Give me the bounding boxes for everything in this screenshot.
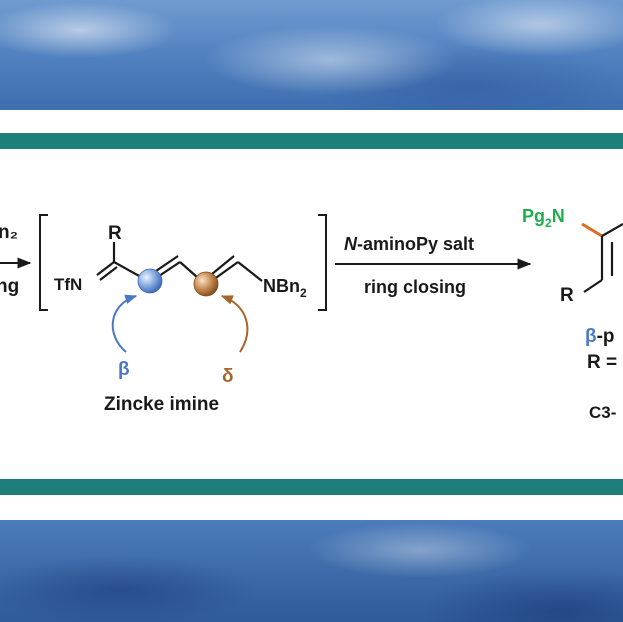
- background-top-water: [0, 0, 623, 110]
- delta-curved-arrow: [220, 295, 249, 353]
- beta-curved-arrow: [111, 294, 138, 353]
- product-cn-bond: [581, 222, 603, 238]
- tfn-label: TfN: [54, 275, 82, 294]
- arrow-reagent: N-aminoPy salt: [344, 234, 474, 254]
- arrow-reagent-rest: -aminoPy salt: [357, 234, 474, 254]
- background-bottom-water: [0, 520, 623, 622]
- product-c3-label: C3-: [589, 403, 616, 422]
- product-pg-main: Pg: [522, 206, 545, 226]
- zincke-imine-bonds: [96, 242, 263, 286]
- product-pg-n: N: [552, 206, 565, 226]
- left-reagent-top: n₂: [0, 222, 18, 243]
- product-class-label: β-p: [585, 326, 615, 347]
- beta-label: β: [118, 359, 130, 380]
- double-bond-lines: [155, 255, 235, 275]
- substituent-r: R: [108, 223, 122, 244]
- intermediate-name: Zincke imine: [104, 394, 219, 415]
- nbn2-subscript: 2: [300, 286, 307, 300]
- product-beta-rest: -p: [597, 326, 615, 347]
- left-reagent-bottom: ng: [0, 276, 19, 297]
- product-ring-bonds: [583, 223, 623, 293]
- nbn2-label: NBn2: [263, 276, 307, 300]
- teal-divider-bottom: [0, 479, 623, 495]
- delta-position-sphere: [193, 271, 219, 297]
- arrow-condition: ring closing: [364, 277, 466, 297]
- arrow-reagent-italic: N: [344, 234, 358, 254]
- delta-label: δ: [222, 366, 234, 387]
- product-beta-symbol: β: [585, 326, 597, 347]
- left-bracket: [39, 214, 48, 311]
- right-bracket: [318, 214, 327, 311]
- product-pg-sub: 2: [545, 216, 552, 230]
- beta-position-sphere: [137, 268, 163, 294]
- teal-divider-top: [0, 133, 623, 149]
- product-pg2n: Pg2N: [522, 206, 565, 230]
- product-r-eq: R =: [587, 352, 617, 373]
- product-r: R: [560, 285, 574, 306]
- nbn2-main: NBn: [263, 276, 300, 296]
